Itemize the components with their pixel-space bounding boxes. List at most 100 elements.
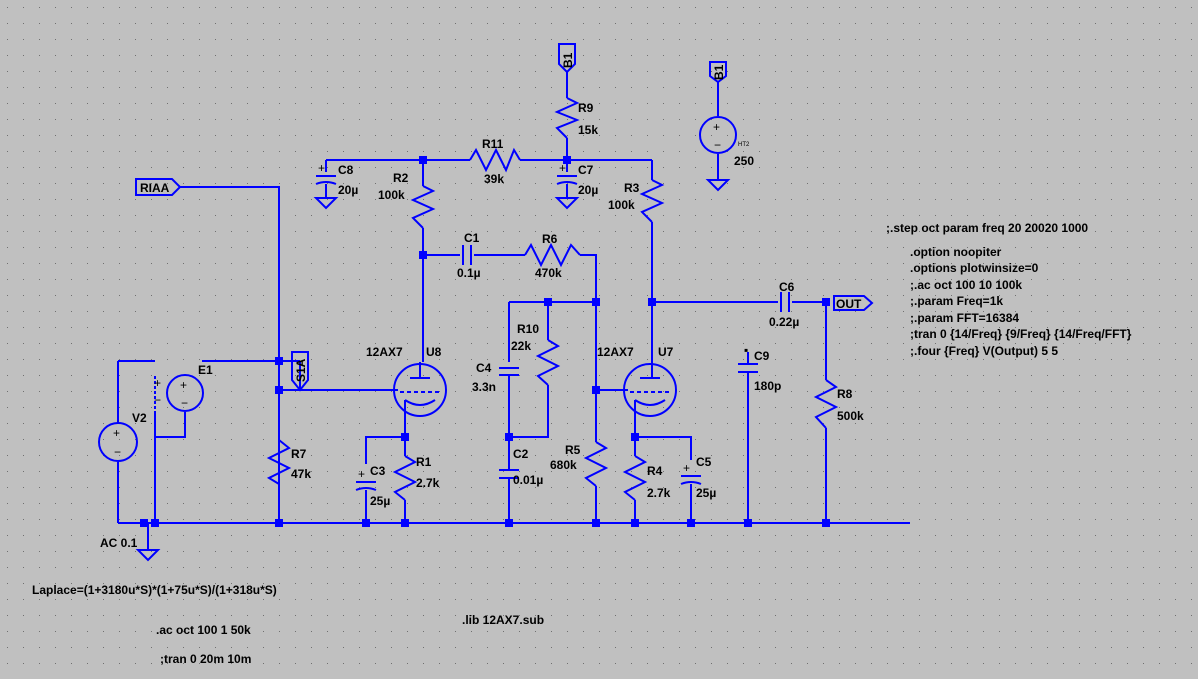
net-flag-b1-right[interactable]: B1 [709, 61, 727, 84]
spice-directives: ;.step oct param freq 20 20020 1000 .opt… [32, 221, 1132, 666]
svg-text:R10: R10 [517, 322, 539, 336]
svg-text:▪: ▪ [744, 343, 748, 357]
svg-text:C2: C2 [513, 447, 529, 461]
resistor-r11[interactable] [469, 147, 521, 173]
svg-text:R8: R8 [837, 387, 853, 401]
svg-text:R2: R2 [393, 171, 409, 185]
net-flag-riaa[interactable]: RIAA [135, 178, 182, 196]
svg-text:20µ: 20µ [578, 183, 598, 197]
component-labels: R9 15k R11 39k R2 100k R3 100k R6 470k R… [100, 101, 864, 550]
voltage-source-ht2[interactable]: + − HT2 [699, 116, 750, 154]
svg-text:+: + [180, 378, 187, 392]
resistor-r6[interactable] [524, 242, 581, 268]
svg-text:0.01µ: 0.01µ [513, 473, 543, 487]
svg-text:100k: 100k [378, 188, 405, 202]
svg-text:−: − [714, 138, 721, 152]
capacitor-c1[interactable] [462, 245, 472, 265]
svg-text:;tran 0 20m 10m: ;tran 0 20m 10m [160, 652, 251, 666]
svg-text:RIAA: RIAA [140, 181, 170, 195]
svg-text:680k: 680k [550, 458, 577, 472]
svg-text:25µ: 25µ [696, 486, 716, 500]
svg-text:470k: 470k [535, 266, 562, 280]
resistor-r7[interactable] [266, 439, 292, 485]
net-flag-s1a[interactable]: S1A [291, 351, 309, 392]
svg-text:U7: U7 [658, 345, 674, 359]
svg-text:+: + [154, 376, 161, 390]
svg-text:25µ: 25µ [370, 494, 390, 508]
resistor-r9[interactable] [554, 97, 580, 139]
wires [117, 72, 910, 550]
svg-text:+: + [318, 161, 325, 175]
svg-text:0.1µ: 0.1µ [457, 266, 481, 280]
voltage-source-v2[interactable]: + − [98, 422, 138, 462]
svg-text:+: + [358, 467, 365, 481]
net-flag-out[interactable]: OUT [833, 295, 874, 311]
svg-text:V2: V2 [132, 411, 147, 425]
triode-u8[interactable] [393, 362, 447, 417]
svg-text:+: + [559, 161, 566, 175]
capacitor-c9[interactable]: ▪ [738, 343, 758, 373]
net-flag-b1-top[interactable]: B1 [558, 43, 576, 74]
svg-text:HT2: HT2 [738, 142, 750, 148]
svg-text:C3: C3 [370, 464, 386, 478]
svg-text:E1: E1 [198, 363, 213, 377]
svg-text:R4: R4 [647, 464, 663, 478]
svg-text:100k: 100k [608, 198, 635, 212]
ground-symbol-ht2 [705, 179, 731, 192]
svg-text:R3: R3 [624, 181, 640, 195]
resistor-r8[interactable] [813, 379, 839, 429]
svg-text:20µ: 20µ [338, 183, 358, 197]
svg-text:C6: C6 [779, 280, 795, 294]
ground-symbol-c7 [554, 197, 580, 210]
svg-text:15k: 15k [578, 123, 598, 137]
resistor-r1[interactable] [392, 455, 418, 501]
svg-text:C5: C5 [696, 455, 712, 469]
svg-text:;.param FFT=16384: ;.param FFT=16384 [910, 311, 1019, 325]
svg-text:U8: U8 [426, 345, 442, 359]
svg-text:R5: R5 [565, 443, 581, 457]
svg-text:C9: C9 [754, 349, 770, 363]
svg-text:12AX7: 12AX7 [366, 345, 403, 359]
svg-text:R11: R11 [482, 137, 504, 151]
capacitor-c5[interactable]: + [680, 461, 702, 498]
svg-text:R9: R9 [578, 101, 594, 115]
svg-text:3.3n: 3.3n [472, 380, 496, 394]
capacitor-c7[interactable]: + [556, 161, 578, 198]
capacitor-c3[interactable]: + [355, 467, 377, 502]
svg-text:Laplace=(1+3180u*S)*(1+75u*S)/: Laplace=(1+3180u*S)*(1+75u*S)/(1+318u*S) [32, 583, 277, 597]
resistor-r4[interactable] [622, 455, 648, 501]
triode-u7[interactable] [623, 362, 677, 417]
svg-text:−: − [154, 393, 161, 407]
svg-text:.ac oct 100 1 50k: .ac oct 100 1 50k [156, 623, 251, 637]
capacitor-c2[interactable] [499, 458, 519, 490]
capacitor-c6[interactable] [780, 292, 790, 312]
resistor-r5[interactable] [583, 441, 609, 487]
resistor-r3[interactable] [639, 179, 665, 223]
dependent-source-e1[interactable]: + − + − [154, 374, 204, 412]
svg-text:;tran 0 {14/Freq} {9/Freq} {14: ;tran 0 {14/Freq} {9/Freq} {14/Freq/FFT} [910, 327, 1132, 341]
svg-text:2.7k: 2.7k [647, 486, 671, 500]
svg-text:.lib 12AX7.sub: .lib 12AX7.sub [462, 613, 544, 627]
resistor-r2[interactable] [410, 185, 436, 229]
ground-symbol-c8 [313, 197, 339, 210]
svg-text:R6: R6 [542, 232, 558, 246]
svg-text:;.ac oct 100 10 100k: ;.ac oct 100 10 100k [910, 278, 1022, 292]
capacitor-c8[interactable]: + [315, 161, 337, 198]
svg-text:R1: R1 [416, 455, 432, 469]
svg-text:B1: B1 [561, 52, 575, 68]
svg-text:OUT: OUT [836, 297, 862, 311]
resistor-r10[interactable] [535, 339, 561, 386]
svg-text:12AX7: 12AX7 [597, 345, 634, 359]
svg-text:22k: 22k [511, 339, 531, 353]
svg-text:C7: C7 [578, 163, 594, 177]
capacitor-c4[interactable] [499, 367, 519, 376]
svg-text:+: + [683, 461, 690, 475]
svg-text:250: 250 [734, 154, 754, 168]
svg-text:B1: B1 [712, 64, 726, 80]
svg-text:−: − [181, 396, 188, 410]
svg-text:+: + [713, 120, 720, 134]
svg-text:39k: 39k [484, 172, 504, 186]
svg-text:.option noopiter: .option noopiter [910, 245, 1002, 259]
